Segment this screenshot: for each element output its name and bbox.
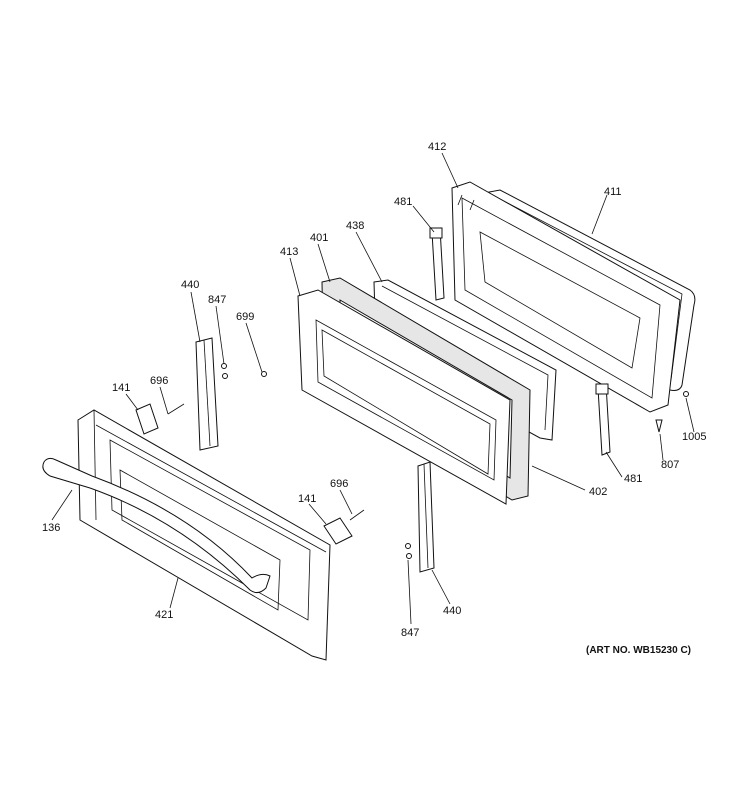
label-699: 699: [236, 311, 254, 323]
label-847-upper: 847: [208, 294, 226, 306]
label-402: 402: [589, 486, 607, 498]
label-807: 807: [661, 459, 679, 471]
label-421: 421: [155, 609, 173, 621]
part-141-bracket-left: [135, 403, 159, 435]
label-141-right: 141: [298, 493, 316, 505]
part-481-hinge-upper: [429, 227, 445, 301]
part-481-hinge-lower: [595, 383, 611, 456]
part-413-inner-panel: [297, 289, 511, 505]
part-136-handle: [42, 457, 271, 594]
label-847-lower: 847: [401, 627, 419, 639]
label-481-lower: 481: [624, 473, 642, 485]
part-440-channel-left: [195, 337, 219, 451]
part-440-channel-right: [417, 461, 435, 573]
part-696-screw-left: [167, 403, 185, 415]
label-438: 438: [346, 220, 364, 232]
label-481-upper: 481: [394, 196, 412, 208]
label-411: 411: [604, 186, 622, 198]
label-440-left: 440: [181, 279, 199, 291]
label-136: 136: [42, 522, 60, 534]
label-696-left: 696: [150, 375, 168, 387]
leader-lines: [51, 152, 695, 625]
art-number: (ART NO. WB15230 C): [586, 645, 692, 656]
part-696-screw-right: [349, 509, 365, 521]
label-413: 413: [280, 246, 298, 258]
part-1005-fastener: [683, 391, 689, 397]
part-412-inner-frame: [451, 181, 681, 413]
part-807-clip: [655, 419, 663, 433]
label-141-left: 141: [112, 382, 130, 394]
label-440-right: 440: [443, 605, 461, 617]
part-847-screws: [221, 363, 412, 559]
label-412: 412: [428, 141, 446, 153]
label-1005: 1005: [682, 431, 706, 443]
label-696-right: 696: [330, 478, 348, 490]
part-141-bracket-right: [323, 517, 353, 545]
label-401: 401: [310, 232, 328, 244]
